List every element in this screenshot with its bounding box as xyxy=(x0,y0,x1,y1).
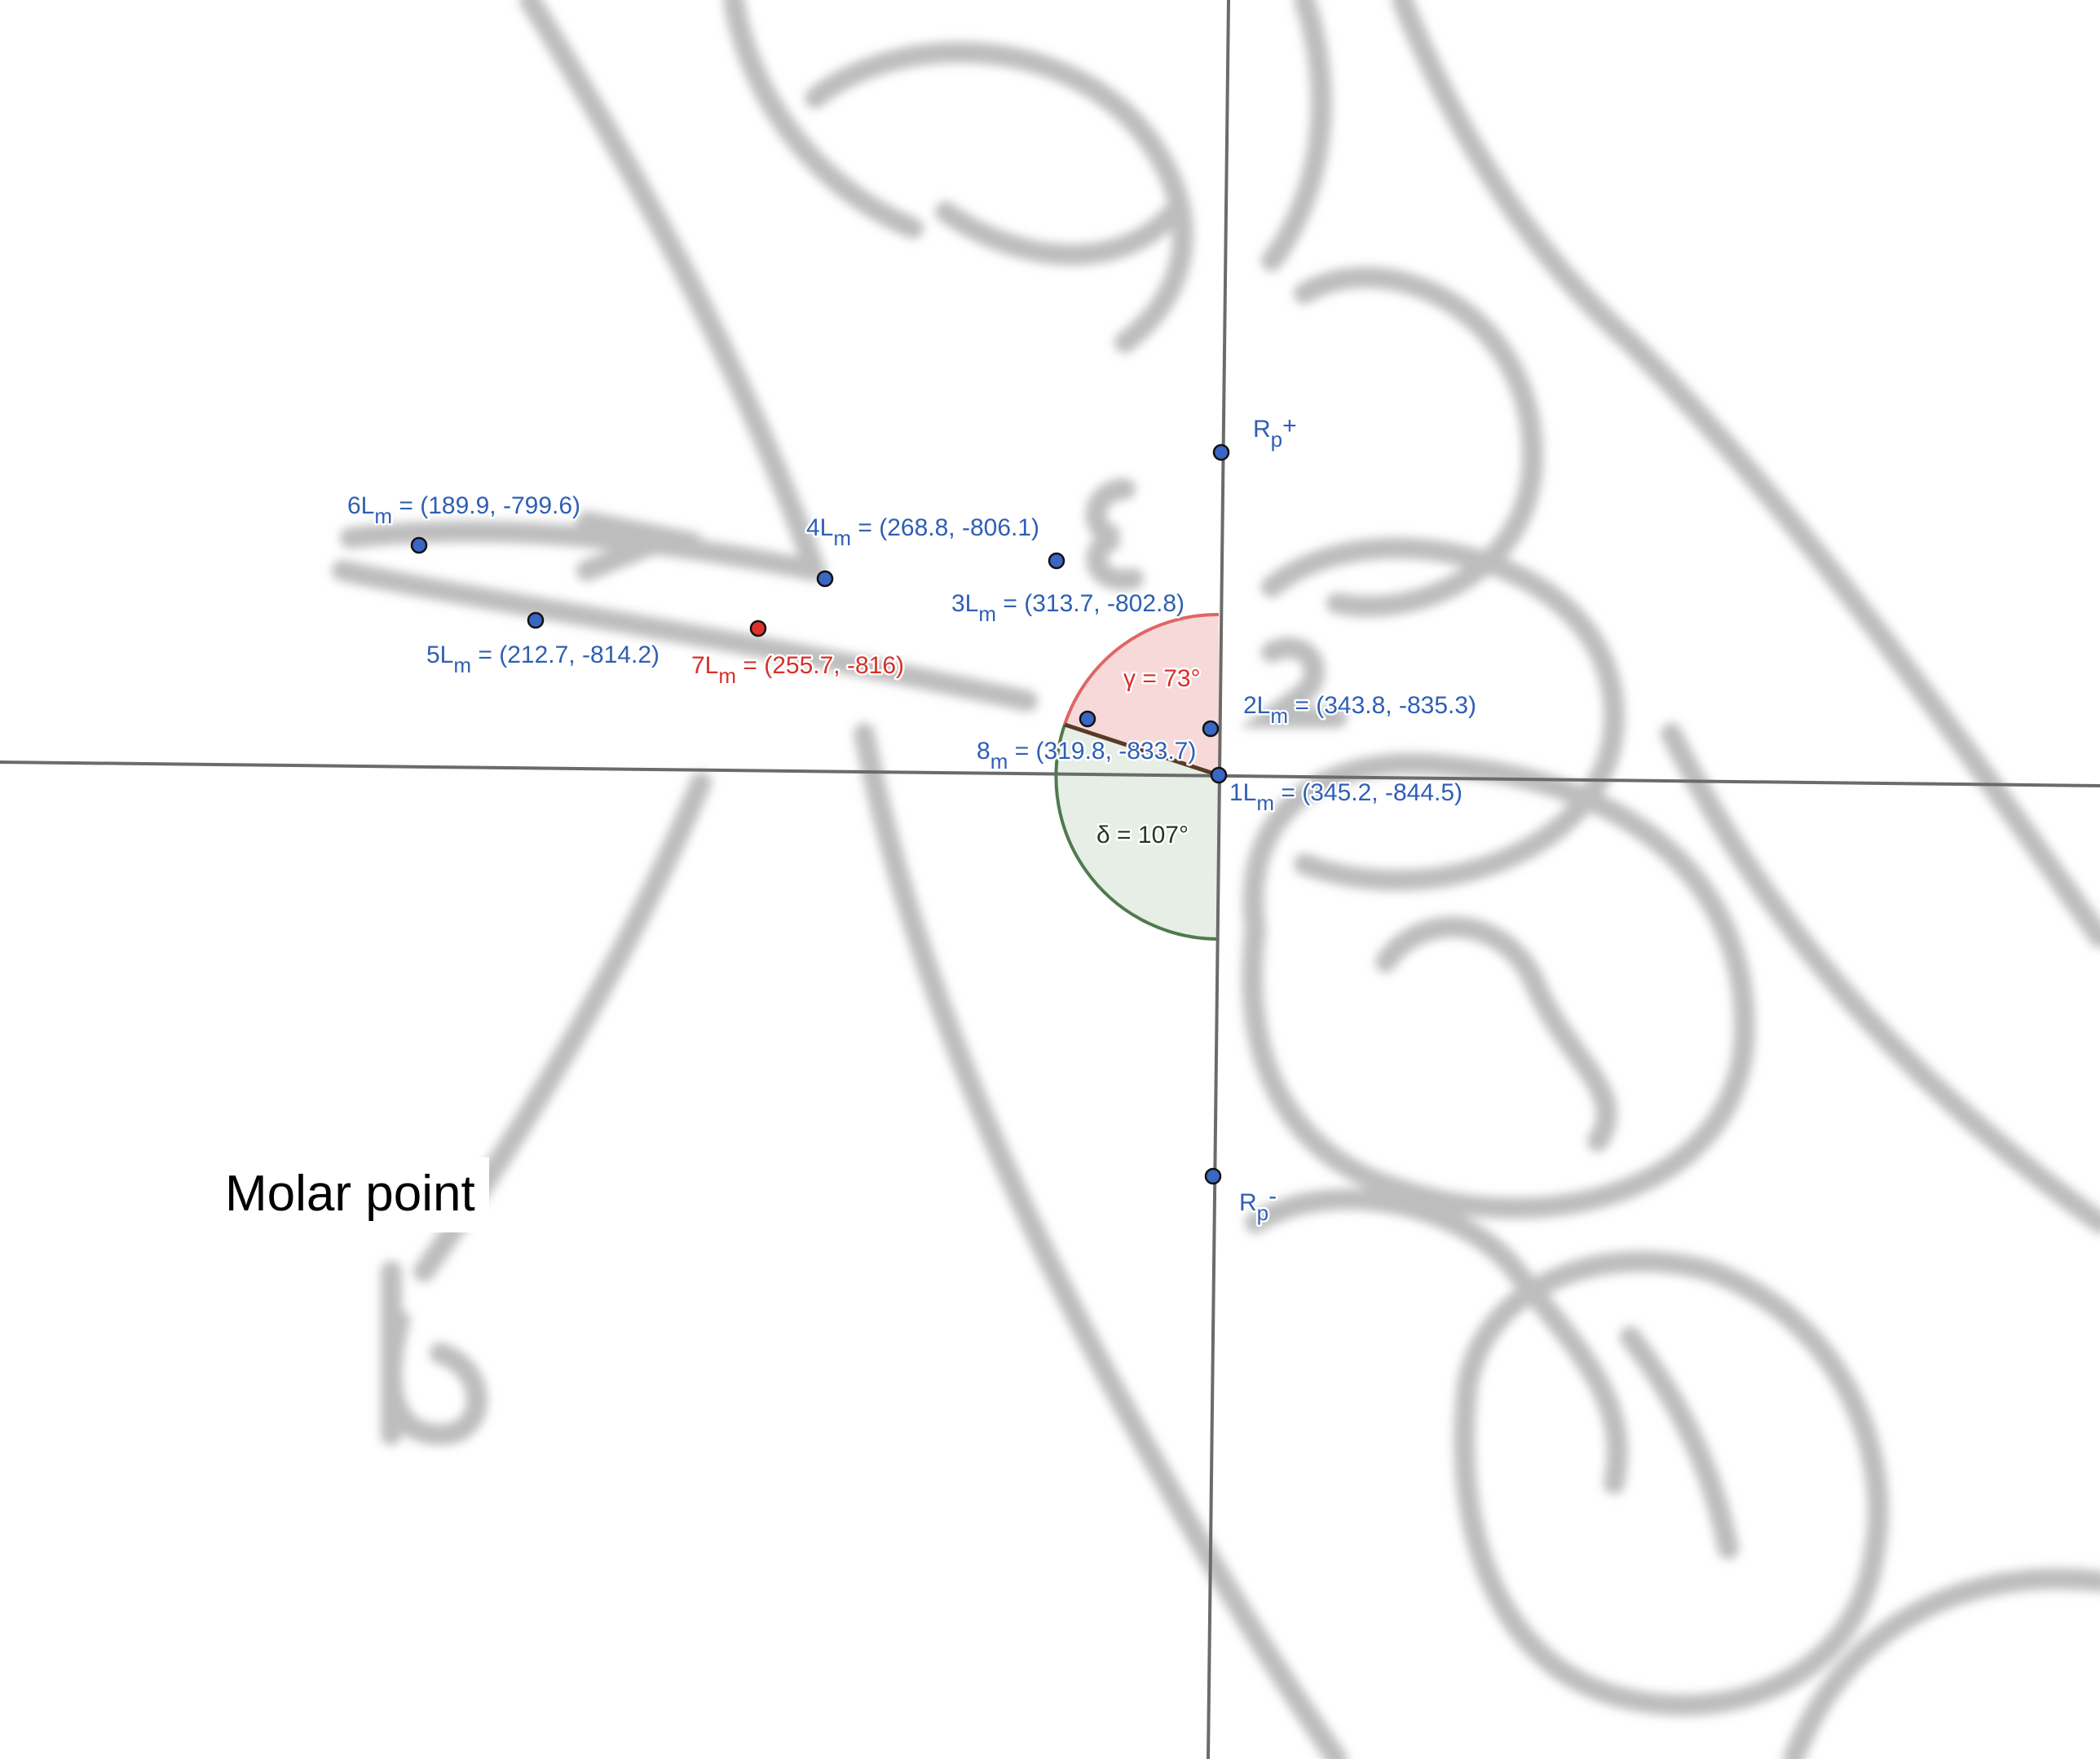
point-2Lm-label: 2Lm = (343.8, -835.3) xyxy=(1243,692,1476,728)
point-rp-plus[interactable] xyxy=(1212,443,1230,461)
delta-angle-arc xyxy=(1054,724,1220,941)
labeled-points: 6Lm = (189.9, -799.6) 5Lm = (212.7, -814.… xyxy=(346,491,1479,818)
caption-background xyxy=(214,1157,489,1232)
point-8m[interactable] xyxy=(1079,710,1096,728)
point-3Lm-label: 3Lm = (313.7, -802.8) xyxy=(951,590,1185,626)
point-1Lm[interactable] xyxy=(1210,766,1228,784)
point-6Lm-label: 6Lm = (189.9, -799.6) xyxy=(347,492,580,528)
vertical-reference-line[interactable] xyxy=(1207,0,1230,1759)
gamma-angle-sector[interactable] xyxy=(1065,614,1219,775)
gamma-angle-arc xyxy=(1063,612,1220,725)
point-rp-minus-label: Rp- xyxy=(1239,1183,1277,1225)
point-4Lm[interactable] xyxy=(816,570,834,588)
point-4Lm-label: 4Lm = (268.8, -806.1) xyxy=(806,514,1039,550)
gamma-angle-label: γ = 73° xyxy=(1123,665,1201,692)
point-3Lm[interactable] xyxy=(1048,552,1065,570)
point-rp-plus-label: Rp+ xyxy=(1253,412,1297,452)
point-7Lm[interactable] xyxy=(749,619,767,637)
horizontal-reference-line[interactable] xyxy=(0,760,2100,787)
caption-molar-point: Molar point xyxy=(225,1166,475,1222)
point-8m-label: 8m = (319.8, -833.7) xyxy=(977,738,1196,774)
background-dental-sketch xyxy=(332,0,2100,1759)
point-2Lm[interactable] xyxy=(1202,720,1220,738)
delta-angle-sector[interactable] xyxy=(1056,725,1219,940)
point-7Lm-label: 7Lm = (255.7, -816) xyxy=(691,652,904,688)
segment-1Lm-8m[interactable] xyxy=(1064,722,1220,778)
point-6Lm[interactable] xyxy=(410,536,428,554)
point-5Lm[interactable] xyxy=(527,611,545,629)
point-rp-minus[interactable] xyxy=(1204,1167,1222,1185)
point-1Lm-label: 1Lm = (345.2, -844.5) xyxy=(1229,779,1462,815)
point-5Lm-label: 5Lm = (212.7, -814.2) xyxy=(426,641,660,677)
delta-angle-label: δ = 107° xyxy=(1096,822,1189,849)
